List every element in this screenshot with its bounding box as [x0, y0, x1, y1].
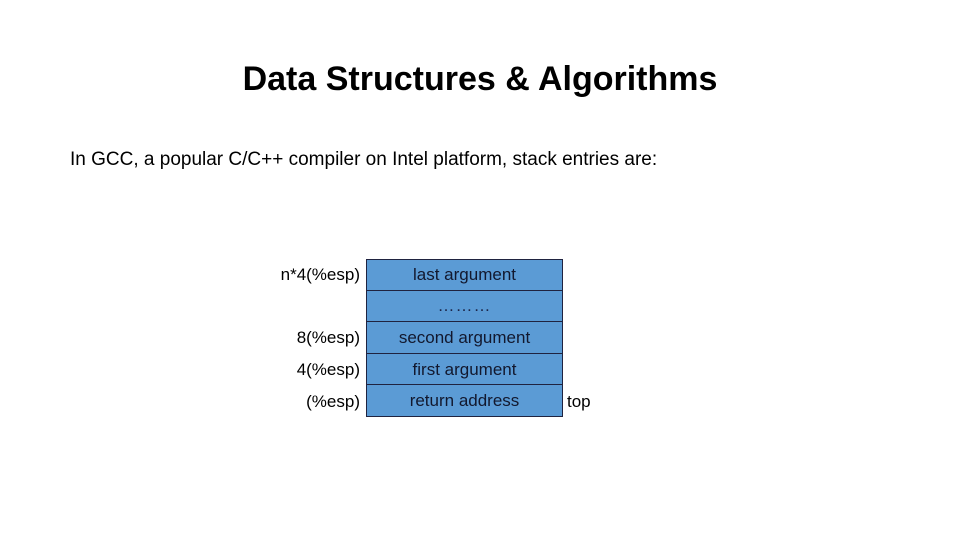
stack-row-address: 4(%esp)	[296, 360, 360, 380]
stack-row: n*4(%esp) last argument	[250, 259, 670, 291]
stack-row-note	[563, 291, 670, 323]
stack-row: (%esp) return address top	[250, 385, 670, 417]
stack-row: 8(%esp) second argument	[250, 322, 670, 354]
stack-row-entry: ………	[366, 290, 563, 323]
stack-row-entry: last argument	[366, 259, 563, 291]
body-paragraph: In GCC, a popular C/C++ compiler on Inte…	[70, 149, 658, 170]
stack-row-note	[563, 322, 670, 354]
stack-row-address: (%esp)	[306, 391, 360, 411]
stack-row-address: n*4(%esp)	[280, 265, 360, 285]
stack-frame-diagram: n*4(%esp) last argument ……… 8(%esp) seco…	[250, 259, 670, 424]
stack-row-note	[563, 259, 670, 291]
stack-row-address: 8(%esp)	[296, 328, 360, 348]
stack-row: ………	[250, 290, 670, 323]
stack-row-entry: first argument	[366, 353, 563, 386]
stack-row-entry: second argument	[366, 322, 563, 354]
stack-row: 4(%esp) first argument	[250, 353, 670, 386]
stack-row-note	[563, 354, 670, 386]
stack-row-entry: return address	[366, 385, 563, 417]
stack-row-address	[250, 291, 366, 323]
stack-top-label: top	[567, 391, 591, 411]
page-title: Data Structures & Algorithms	[242, 60, 718, 98]
